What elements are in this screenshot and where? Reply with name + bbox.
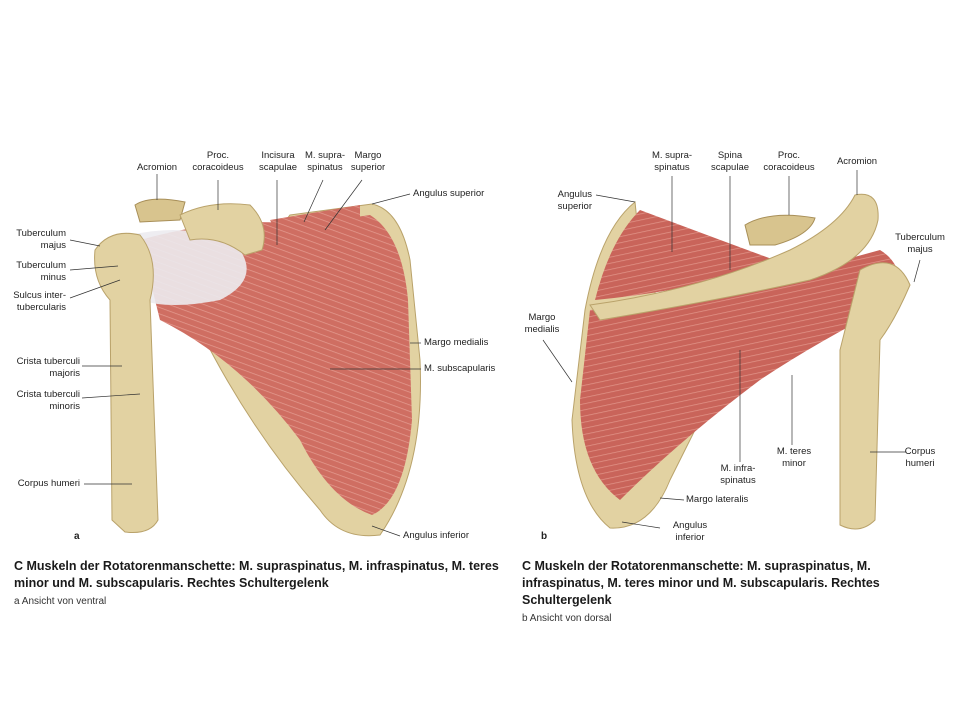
label-tuberculum-majus-a: Tuberculum majus (16, 228, 66, 251)
label-sulcus-intertubercularis-a: Sulcus inter- tubercularis (13, 290, 66, 313)
humerus-a (94, 232, 159, 533)
label-acromion-a: Acromion (136, 162, 178, 173)
label-crista-majoris-a: Crista tuberculi majoris (16, 356, 80, 379)
label-corpus-humeri-a: Corpus humeri (17, 478, 80, 489)
coracoid-b (744, 214, 816, 246)
label-acromion-b: Acromion (836, 156, 878, 167)
figure-b-drawing (571, 193, 911, 530)
caption-block-a: C Muskeln der Rotatorenmanschette: M. su… (14, 558, 509, 609)
tendon-a (130, 230, 247, 305)
supraspinatus-muscle-a (270, 205, 360, 240)
label-incisura-scapulae-a: Incisura scapulae (258, 150, 298, 173)
subcaption-b: b Ansicht von dorsal (522, 613, 612, 624)
coracoid-a (179, 203, 265, 256)
label-m-infraspinatus-b: M. infra- spinatus (720, 463, 756, 486)
label-m-teres-minor-b: M. teres minor (776, 446, 812, 469)
label-m-supraspinatus-b: M. supra- spinatus (651, 150, 693, 173)
label-margo-medialis-b: Margo medialis (524, 312, 560, 335)
caption-a: C Muskeln der Rotatorenmanschette: M. su… (14, 559, 499, 590)
label-spina-scapulae-b: Spina scapulae (710, 150, 750, 173)
infraspinatus-muscle-b (580, 250, 901, 500)
acromion-a (134, 198, 186, 223)
figure-letter-b: b (541, 531, 548, 542)
label-m-supraspinatus-a: M. supra- spinatus (304, 150, 346, 173)
humerus-b (839, 262, 911, 530)
label-angulus-inferior-a: Angulus inferior (403, 530, 470, 541)
label-angulus-inferior-b: Angulus inferior (672, 520, 708, 543)
spina-scapulae-b (589, 193, 879, 321)
figure-a-drawing (94, 198, 421, 537)
caption-block-b: C Muskeln der Rotatorenmanschette: M. su… (522, 558, 954, 626)
caption-b: C Muskeln der Rotatorenmanschette: M. su… (522, 559, 880, 607)
subcaption-a: a Ansicht von ventral (14, 596, 107, 607)
leader-lines (69, 170, 921, 537)
label-corpus-humeri-b: Corpus humeri (904, 446, 936, 469)
label-crista-minoris-a: Crista tuberculi minoris (16, 389, 80, 412)
label-tuberculum-majus-b: Tuberculum majus (895, 232, 945, 255)
label-proc-coracoideus-b: Proc. coracoideus (763, 150, 815, 173)
label-angulus-superior-a: Angulus superior (413, 188, 485, 199)
supraspinatus-muscle-b (595, 210, 780, 300)
label-margo-medialis-a: Margo medialis (424, 337, 489, 348)
label-angulus-superior-b: Angulus superior (557, 189, 592, 212)
label-tuberculum-minus-a: Tuberculum minus (16, 260, 66, 283)
figure-letter-a: a (74, 531, 80, 542)
label-m-subscapularis-a: M. subscapularis (424, 363, 496, 374)
label-margo-lateralis-b: Margo lateralis (686, 494, 749, 505)
label-margo-superior-a: Margo superior (350, 150, 386, 173)
label-proc-coracoideus-a: Proc. coracoideus (192, 150, 244, 173)
